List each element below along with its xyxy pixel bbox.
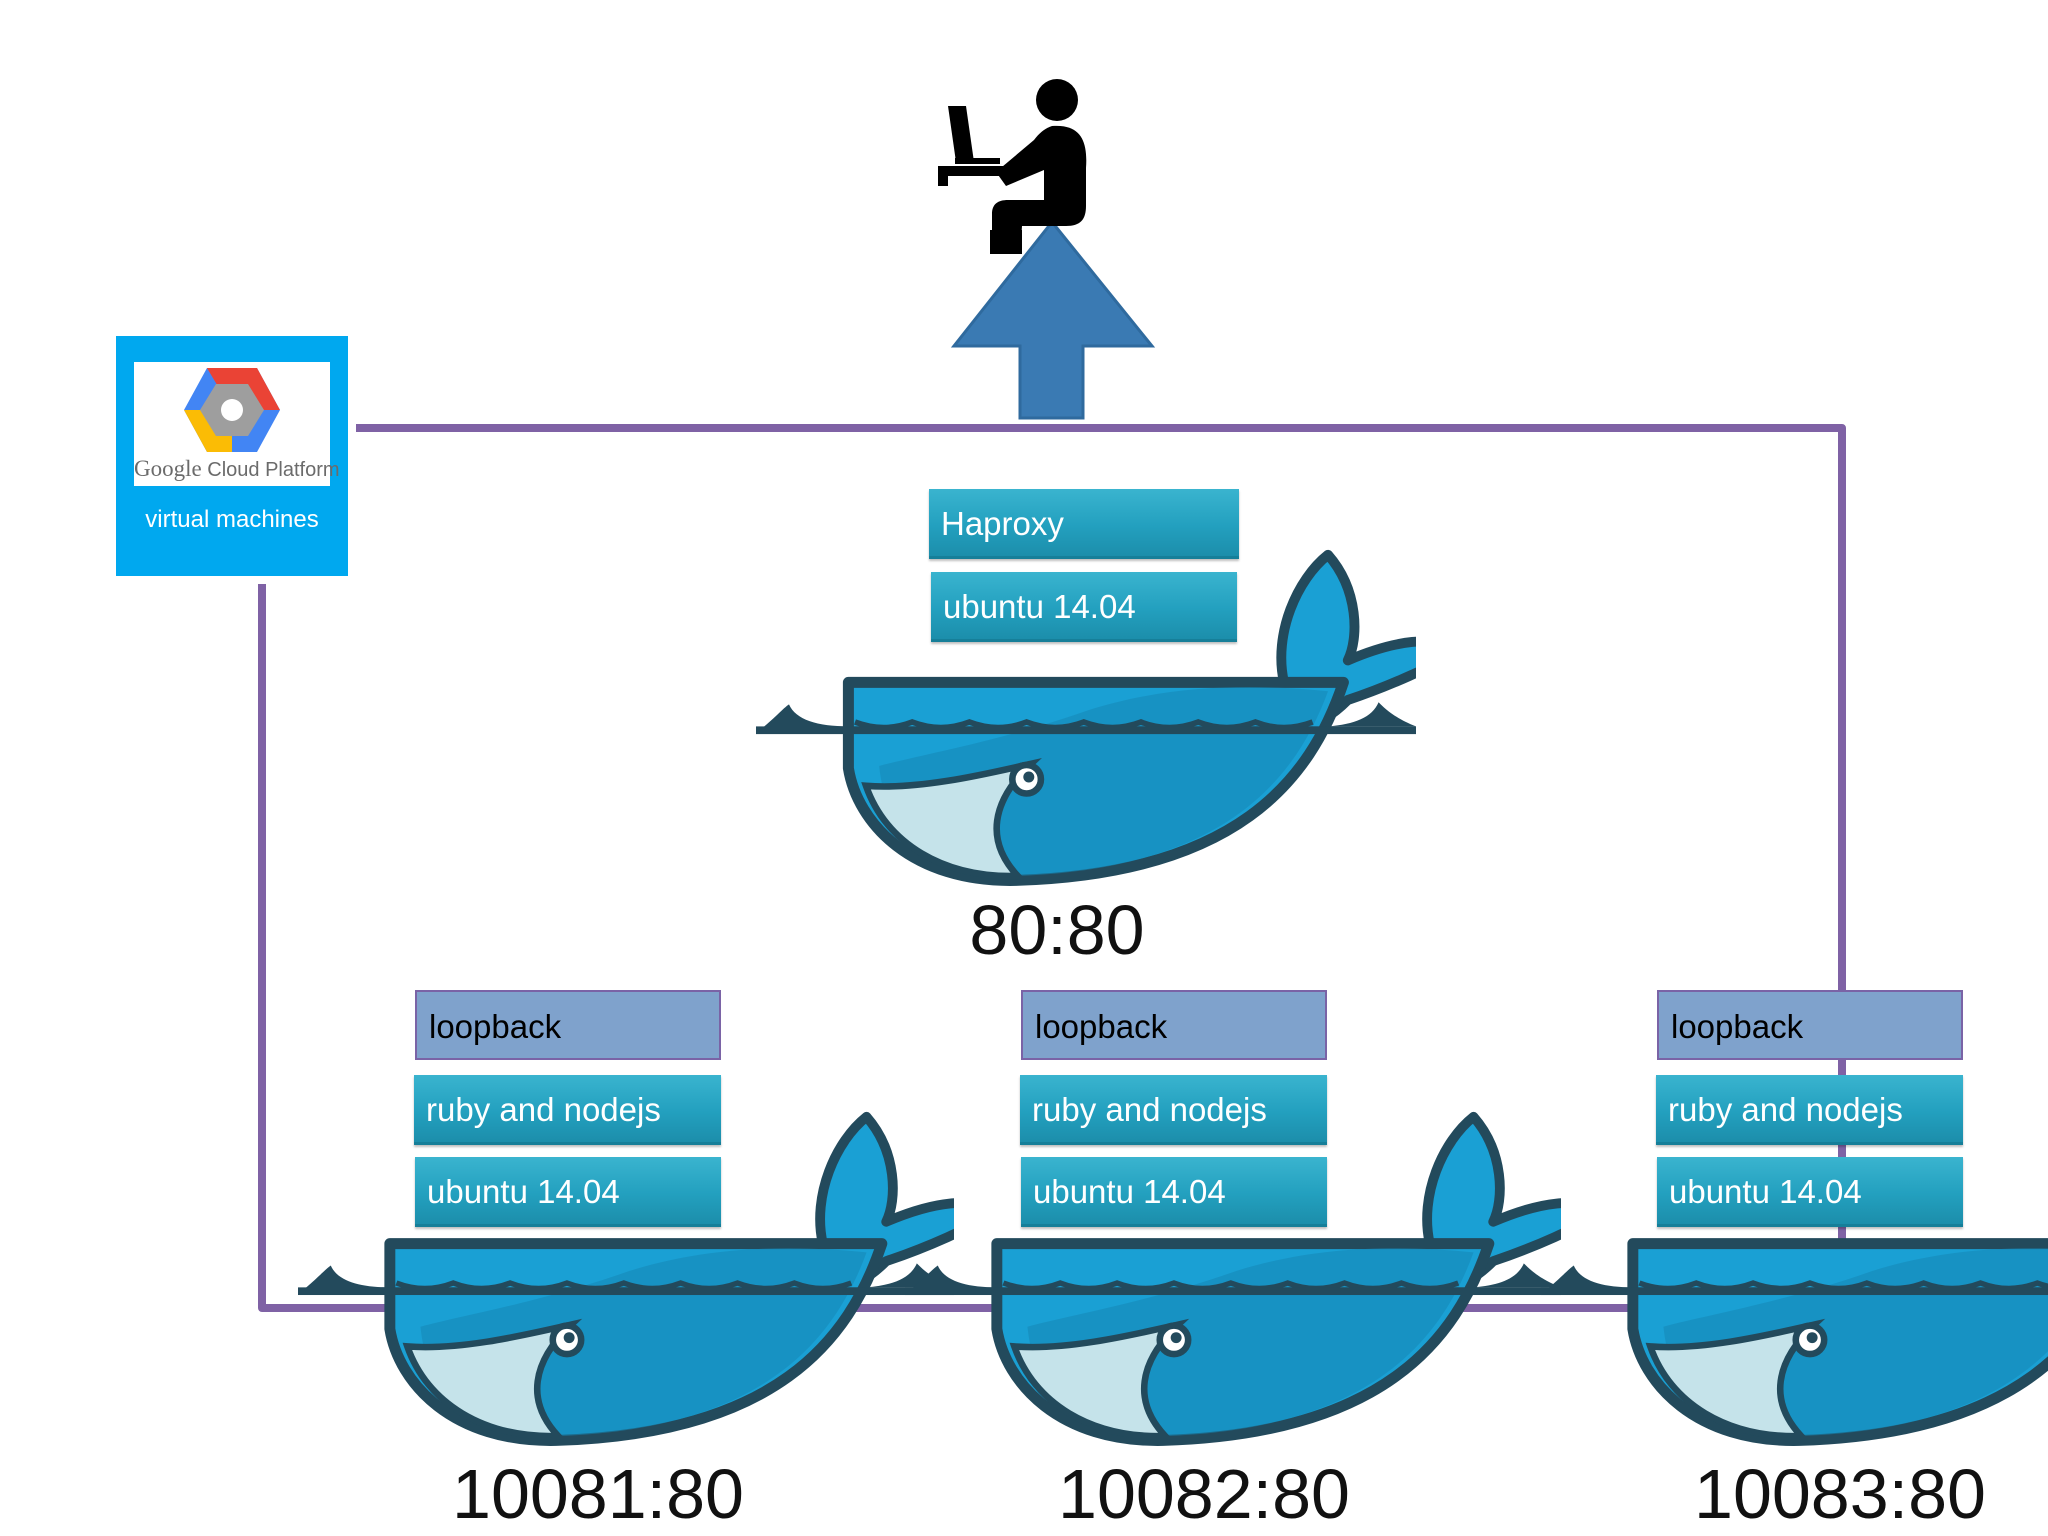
app3-layer-loopback: loopback	[1657, 990, 1963, 1060]
app1-layer-loopback: loopback	[415, 990, 721, 1060]
gcp-caption: virtual machines	[145, 506, 319, 533]
app2-layer-ubuntu: ubuntu 14.04	[1021, 1157, 1327, 1227]
app2-layer-ruby-nodejs: ruby and nodejs	[1020, 1075, 1327, 1145]
app3-layer-ruby-nodejs: ruby and nodejs	[1656, 1075, 1963, 1145]
app1-layer-ubuntu: ubuntu 14.04	[415, 1157, 721, 1227]
app3-layer-ubuntu: ubuntu 14.04	[1657, 1157, 1963, 1227]
app1-layer-ruby-nodejs: ruby and nodejs	[414, 1075, 721, 1145]
app1-port: 10081:80	[452, 1455, 744, 1533]
gcp-logo-text: Google Cloud Platform	[134, 456, 340, 482]
person-at-laptop-icon	[938, 79, 1087, 254]
proxy-layer-ubuntu: ubuntu 14.04	[931, 572, 1237, 642]
proxy-layer-haproxy: Haproxy	[929, 489, 1239, 559]
gcp-hexagon-icon	[184, 368, 280, 452]
gcp-logo-card: Google Cloud Platform	[134, 362, 340, 486]
app2-layer-loopback: loopback	[1021, 990, 1327, 1060]
proxy-port: 80:80	[969, 891, 1145, 969]
app2-port: 10082:80	[1058, 1455, 1350, 1533]
gcp-logo-platform: Cloud Platform	[207, 459, 340, 481]
gcp-badge: Google Cloud Platform virtual machines	[116, 336, 348, 576]
upload-arrow-icon	[950, 219, 1156, 420]
gcp-logo-google: Google	[134, 456, 202, 481]
app3-port: 10083:80	[1694, 1455, 1986, 1533]
